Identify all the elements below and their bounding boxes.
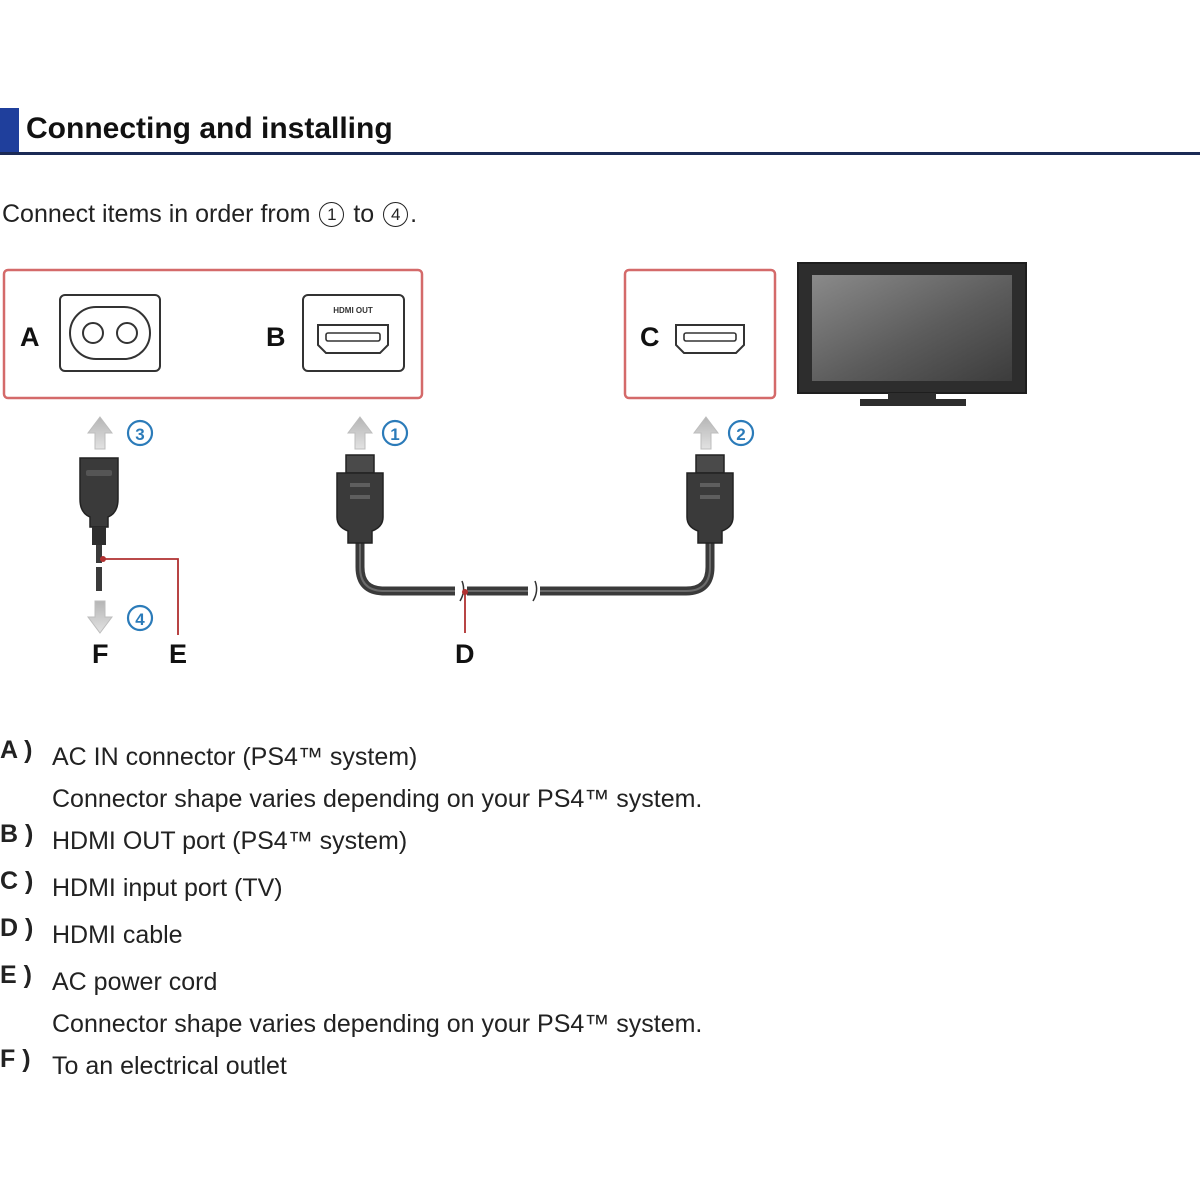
ac-in-port-icon xyxy=(59,294,161,372)
label-a: A xyxy=(20,322,40,352)
arrow-up-icon-step-2 xyxy=(693,416,719,450)
legend-text: HDMI input port (TV) xyxy=(52,874,283,902)
section-header: Connecting and installing xyxy=(0,108,1200,155)
hdmi-plug-right-icon xyxy=(686,454,734,544)
label-d: D xyxy=(455,639,475,669)
svg-text:1: 1 xyxy=(390,425,399,444)
legend-letter: D ) xyxy=(0,914,34,942)
legend-item-a: A ) AC IN connector (PS4™ system) Connec… xyxy=(0,736,1200,820)
legend-text: HDMI OUT port (PS4™ system) xyxy=(52,827,408,855)
legend-letter: E ) xyxy=(0,961,32,989)
svg-text:4: 4 xyxy=(135,610,145,629)
legend-note: Connector shape varies depending on your… xyxy=(52,785,703,813)
tv-icon xyxy=(797,262,1027,406)
instruction-middle: to xyxy=(353,200,375,228)
hdmi-out-port-label: HDMI OUT xyxy=(333,306,373,315)
page-title: Connecting and installing xyxy=(26,112,393,145)
step-2-marker: 2 xyxy=(727,419,755,447)
step-start-marker: 1 xyxy=(319,202,345,227)
instruction-text: Connect items in order from 1 to 4. xyxy=(2,200,417,229)
legend-text: AC power cord xyxy=(52,968,218,996)
arrow-down-icon-step-4 xyxy=(87,600,113,634)
step-end-marker: 4 xyxy=(383,202,409,227)
header-accent-bar xyxy=(0,108,19,152)
instruction-before: Connect items in order from xyxy=(2,200,311,228)
ac-power-plug-icon xyxy=(79,457,119,591)
leader-line-e xyxy=(100,556,179,635)
arrow-up-icon-step-1 xyxy=(347,416,373,450)
step-3-marker: 3 xyxy=(126,419,154,447)
legend-item-d: D ) HDMI cable xyxy=(0,914,1200,961)
instruction-after: . xyxy=(410,200,418,228)
step-4-marker: 4 xyxy=(126,604,154,632)
arrow-up-icon-step-3 xyxy=(87,416,113,450)
legend-note: Connector shape varies depending on your… xyxy=(52,1010,703,1038)
connection-diagram: A B HDMI OUT C 3 1 xyxy=(2,262,1027,669)
legend-text: To an electrical outlet xyxy=(52,1052,287,1080)
label-f: F xyxy=(92,639,109,669)
label-c: C xyxy=(640,322,660,352)
legend-item-b: B ) HDMI OUT port (PS4™ system) xyxy=(0,820,1200,867)
legend-list: A ) AC IN connector (PS4™ system) Connec… xyxy=(0,736,1200,1092)
hdmi-plug-left-icon xyxy=(336,454,384,544)
legend-item-c: C ) HDMI input port (TV) xyxy=(0,867,1200,914)
legend-text: AC IN connector (PS4™ system) xyxy=(52,743,418,771)
hdmi-cable-icon xyxy=(355,532,715,602)
legend-item-e: E ) AC power cord Connector shape varies… xyxy=(0,961,1200,1045)
legend-item-f: F ) To an electrical outlet xyxy=(0,1045,1200,1092)
legend-letter: F ) xyxy=(0,1045,31,1073)
legend-letter: A ) xyxy=(0,736,33,764)
hdmi-out-port-icon: HDMI OUT xyxy=(302,294,405,372)
leader-line-d xyxy=(462,589,468,633)
step-1-marker: 1 xyxy=(381,419,409,447)
label-b: B xyxy=(266,322,286,352)
legend-text: HDMI cable xyxy=(52,921,183,949)
hdmi-input-port-icon xyxy=(675,324,745,354)
label-e: E xyxy=(169,639,187,669)
svg-text:2: 2 xyxy=(736,425,745,444)
legend-letter: C ) xyxy=(0,867,34,895)
svg-text:3: 3 xyxy=(135,425,144,444)
legend-letter: B ) xyxy=(0,820,34,848)
